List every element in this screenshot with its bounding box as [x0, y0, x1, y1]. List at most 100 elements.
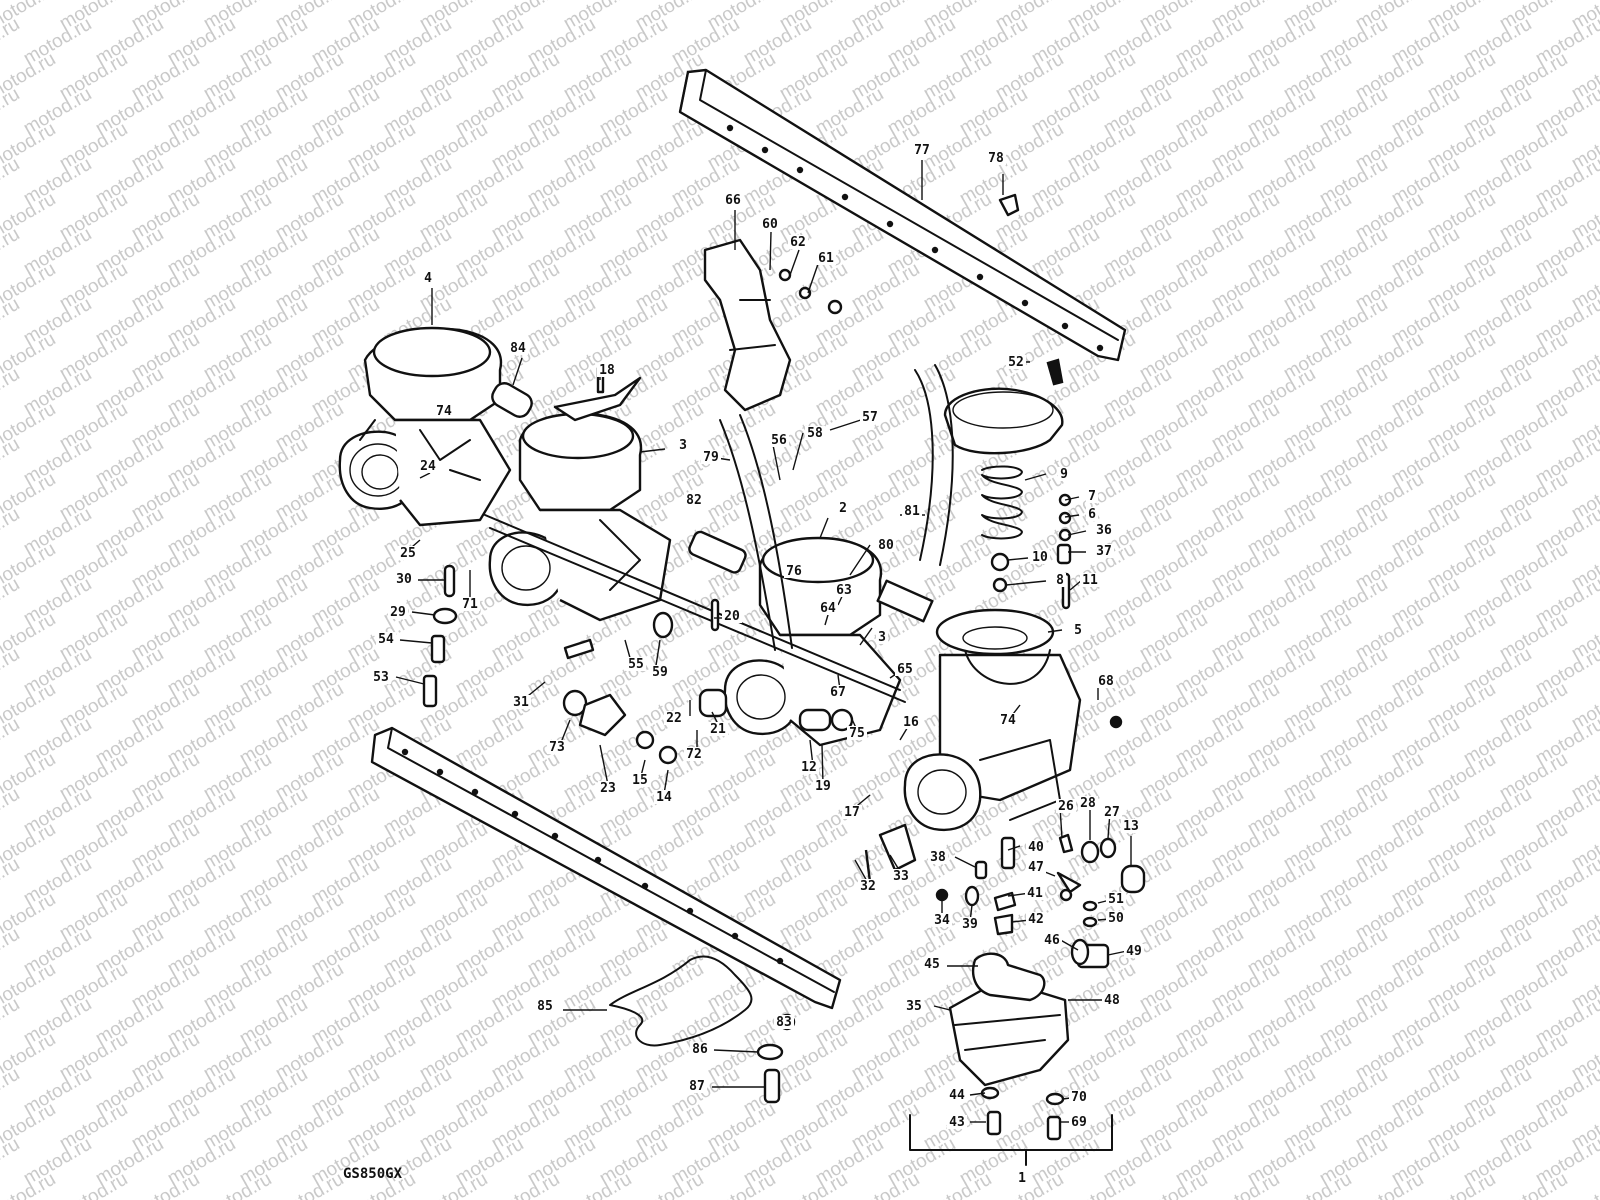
callout-c80: 80 — [876, 538, 896, 553]
callout-c52: 52 — [1006, 355, 1026, 370]
callout-number: 52 — [1008, 355, 1024, 370]
callout-number: 34 — [934, 913, 950, 928]
callout-number: 62 — [790, 235, 806, 250]
callout-number: 81 — [904, 504, 920, 519]
callout-number: 55 — [628, 657, 644, 672]
callout-c76: 76 — [784, 564, 804, 579]
callout-c48: 48 — [1102, 993, 1122, 1008]
callout-c38: 38 — [928, 850, 948, 865]
callout-number: 25 — [400, 546, 416, 561]
callout-number: 45 — [924, 957, 940, 972]
callout-c32: 32 — [858, 879, 878, 894]
callout-c51: 51 — [1106, 892, 1126, 907]
callout-c8: 8 — [1054, 573, 1066, 588]
callout-c74b: 74 — [998, 713, 1018, 728]
callout-number: 78 — [988, 151, 1004, 166]
watermark-text: motod.ru — [0, 14, 23, 70]
callout-c84: 84 — [508, 341, 528, 356]
callout-c3: 3 — [677, 438, 689, 453]
callout-c29: 29 — [388, 605, 408, 620]
callout-number: 18 — [599, 363, 615, 378]
callout-c68: 68 — [1096, 674, 1116, 689]
callout-number: 22 — [666, 711, 682, 726]
callout-c69: 69 — [1069, 1115, 1089, 1130]
watermark-text: motod.ru — [0, 924, 23, 980]
callout-c2: 2 — [837, 501, 849, 516]
callout-c43: 43 — [947, 1115, 967, 1130]
callout-c77: 77 — [912, 143, 932, 158]
callout-c55: 55 — [626, 657, 646, 672]
watermark-text: motod.ru — [1568, 1169, 1600, 1200]
callout-c4: 4 — [422, 271, 434, 286]
callout-number: 16 — [903, 715, 919, 730]
callout-number: 27 — [1104, 805, 1120, 820]
callout-c67: 67 — [828, 685, 848, 700]
callout-c16: 16 — [901, 715, 921, 730]
callout-number: 11 — [1082, 573, 1098, 588]
callout-number: 9 — [1060, 467, 1068, 482]
callout-number: 85 — [537, 999, 553, 1014]
callout-c46: 46 — [1042, 933, 1062, 948]
callout-c45: 45 — [922, 957, 942, 972]
callout-number: 70 — [1071, 1090, 1087, 1105]
callout-c20: 20 — [722, 609, 742, 624]
callout-number: 44 — [949, 1088, 965, 1103]
callout-number: 28 — [1080, 796, 1096, 811]
callout-number: 12 — [801, 760, 817, 775]
callout-number: 17 — [844, 805, 860, 820]
watermark-text: motod.ru — [0, 1134, 23, 1190]
watermark-text: motod.ru — [0, 434, 23, 490]
callout-number: 54 — [378, 632, 394, 647]
callout-number: 47 — [1028, 860, 1044, 875]
callout-c34: 34 — [932, 913, 952, 928]
callout-number: 71 — [462, 597, 478, 612]
callout-c63: 63 — [834, 583, 854, 598]
diaphragm — [935, 608, 1055, 656]
callout-c22: 22 — [664, 711, 684, 726]
callout-number: 31 — [513, 695, 529, 710]
callout-number: 50 — [1108, 911, 1124, 926]
callout-c78: 78 — [986, 151, 1006, 166]
callout-c72: 72 — [684, 747, 704, 762]
callout-number: 84 — [510, 341, 526, 356]
callout-number: 13 — [1123, 819, 1139, 834]
leader-line — [769, 231, 772, 271]
callout-number: 29 — [390, 605, 406, 620]
callout-number: 68 — [1098, 674, 1114, 689]
callout-c12: 12 — [799, 760, 819, 775]
callout-c61: 61 — [816, 251, 836, 266]
watermark-text: motod.ru — [0, 854, 23, 910]
callout-c59: 59 — [650, 665, 670, 680]
callout-number: 74 — [436, 404, 452, 419]
callout-c66: 66 — [723, 193, 743, 208]
callout-number: 21 — [710, 722, 726, 737]
callout-c60: 60 — [760, 217, 780, 232]
callout-number: 63 — [836, 583, 852, 598]
callout-c10: 10 — [1030, 550, 1050, 565]
callout-c3b: 3 — [876, 630, 888, 645]
callout-number: 5 — [1074, 623, 1082, 638]
callout-number: 73 — [549, 740, 565, 755]
watermark-text: motod.ru — [0, 154, 23, 210]
callout-number: 4 — [424, 271, 432, 286]
callout-number: 39 — [962, 917, 978, 932]
callout-number: 77 — [914, 143, 930, 158]
leader-line — [1062, 1097, 1071, 1100]
watermark-text: motod.ru — [0, 84, 23, 140]
watermark-text: motod.ru — [0, 644, 23, 700]
callout-c11: 11 — [1080, 573, 1100, 588]
watermark-text: motod.ru — [0, 994, 23, 1050]
callout-number: 19 — [815, 779, 831, 794]
callout-number: 51 — [1108, 892, 1124, 907]
callout-c40: 40 — [1026, 840, 1046, 855]
watermark-text: motod.ru — [0, 574, 23, 630]
callout-number: 53 — [373, 670, 389, 685]
callout-number: 69 — [1071, 1115, 1087, 1130]
callout-number: 57 — [862, 410, 878, 425]
callout-number: 46 — [1044, 933, 1060, 948]
callout-c6: 6 — [1086, 507, 1098, 522]
callout-c35: 35 — [904, 999, 924, 1014]
callout-c5: 5 — [1072, 623, 1084, 638]
callout-c70: 70 — [1069, 1090, 1089, 1105]
